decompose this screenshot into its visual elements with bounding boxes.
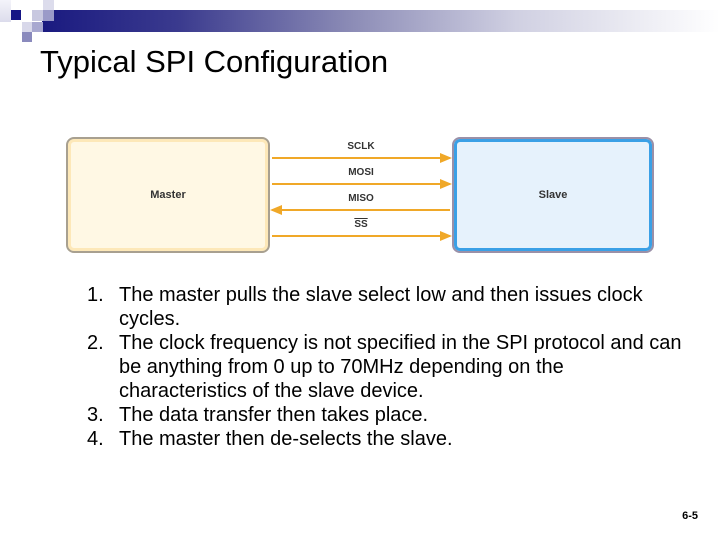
item-text: The data transfer then takes place. — [119, 404, 429, 426]
signal-label: MOSI — [348, 167, 374, 178]
item-text: The clock frequency is not specified in … — [119, 332, 682, 402]
deco-square — [0, 0, 11, 22]
deco-square — [32, 22, 43, 32]
deco-square — [11, 10, 21, 20]
signal-label: MISO — [348, 193, 374, 204]
list-item: 3. The data transfer then takes place. — [87, 403, 687, 427]
spi-diagram: Master SCLK MOSI MISO SS Slave — [66, 137, 654, 257]
signal-mosi: MOSI — [270, 167, 452, 191]
deco-square — [22, 22, 32, 32]
arrow-right-icon — [440, 231, 452, 241]
deco-square — [43, 10, 54, 21]
signal-line — [272, 157, 450, 159]
master-label: Master — [150, 189, 186, 201]
item-text: The master pulls the slave select low an… — [119, 284, 643, 330]
slide-title: Typical SPI Configuration — [40, 44, 389, 79]
list-item: 2. The clock frequency is not specified … — [87, 331, 687, 403]
header-gradient-bar — [42, 10, 720, 32]
signal-line — [272, 209, 450, 211]
list-item: 1. The master pulls the slave select low… — [87, 283, 687, 331]
list-item: 4. The master then de-selects the slave. — [87, 427, 687, 451]
signal-sclk: SCLK — [270, 141, 452, 165]
deco-square — [22, 32, 32, 42]
signal-miso: MISO — [270, 193, 452, 217]
arrow-right-icon — [440, 179, 452, 189]
signal-label: SS — [354, 219, 368, 230]
item-number: 3. — [87, 404, 104, 426]
slave-box: Slave — [452, 137, 654, 253]
signal-ss: SS — [270, 219, 452, 243]
master-box: Master — [66, 137, 270, 253]
deco-square — [43, 0, 54, 10]
deco-square — [32, 10, 43, 21]
item-number: 1. — [87, 284, 104, 306]
item-text: The master then de-selects the slave. — [119, 428, 453, 450]
slave-label: Slave — [538, 189, 568, 201]
signal-line — [272, 235, 450, 237]
item-number: 4. — [87, 428, 104, 450]
item-number: 2. — [87, 332, 104, 354]
arrow-left-icon — [270, 205, 282, 215]
signal-label: SCLK — [347, 141, 375, 152]
signal-line — [272, 183, 450, 185]
steps-list: 1. The master pulls the slave select low… — [87, 283, 687, 451]
page-number: 6-5 — [682, 510, 698, 522]
arrow-right-icon — [440, 153, 452, 163]
